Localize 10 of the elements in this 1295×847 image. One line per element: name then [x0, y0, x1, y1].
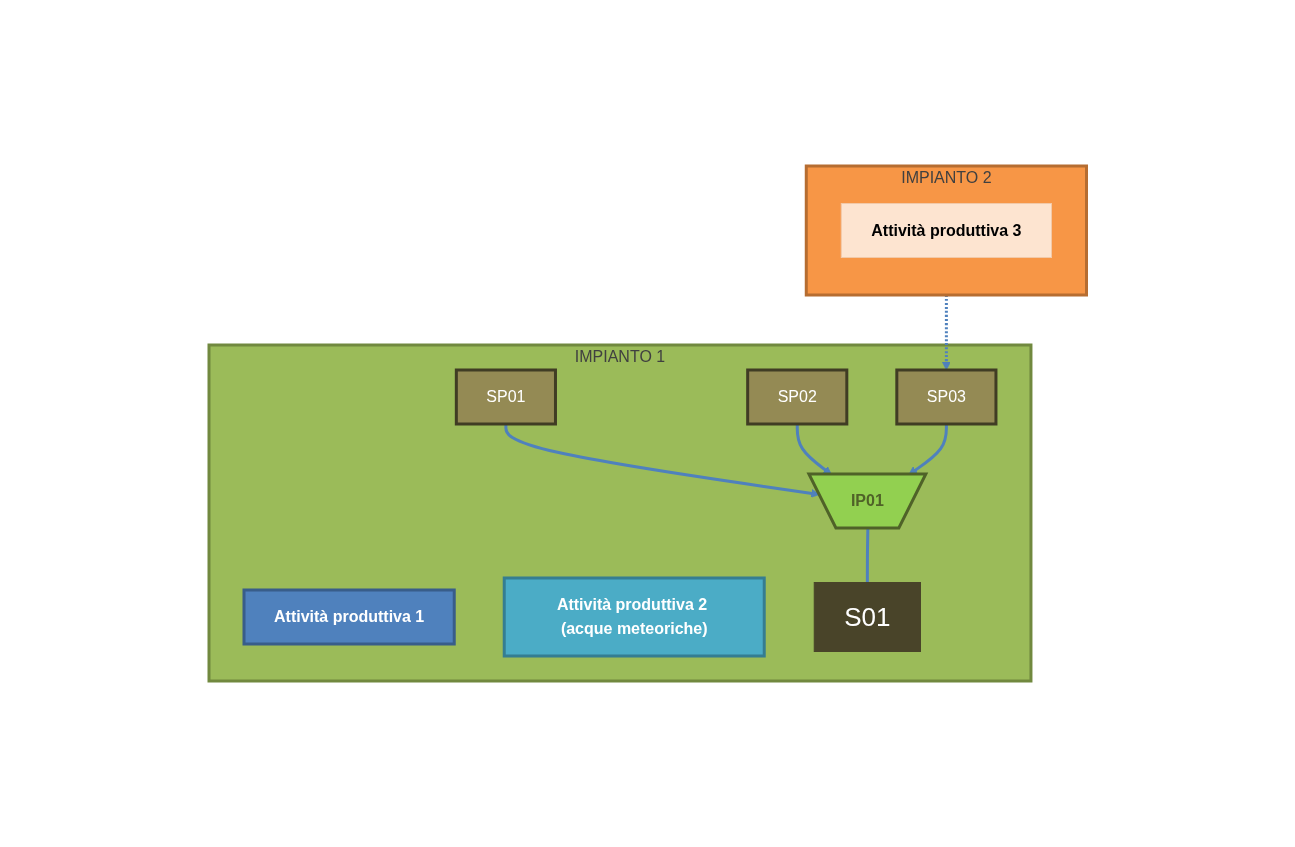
node-box: Attività produttiva 1 [242, 588, 456, 646]
arrow [795, 424, 832, 475]
node-box: SP01 [454, 368, 557, 426]
connector [865, 528, 870, 583]
arrow [908, 424, 948, 475]
node-box: Attività produttiva 3 [840, 203, 1052, 258]
node-box: SP02 [745, 368, 849, 426]
node-box: SP03 [895, 368, 998, 426]
node-box: S01 [813, 582, 921, 652]
node-box: Attività produttiva 2 (acque meteoriche) [502, 576, 766, 658]
